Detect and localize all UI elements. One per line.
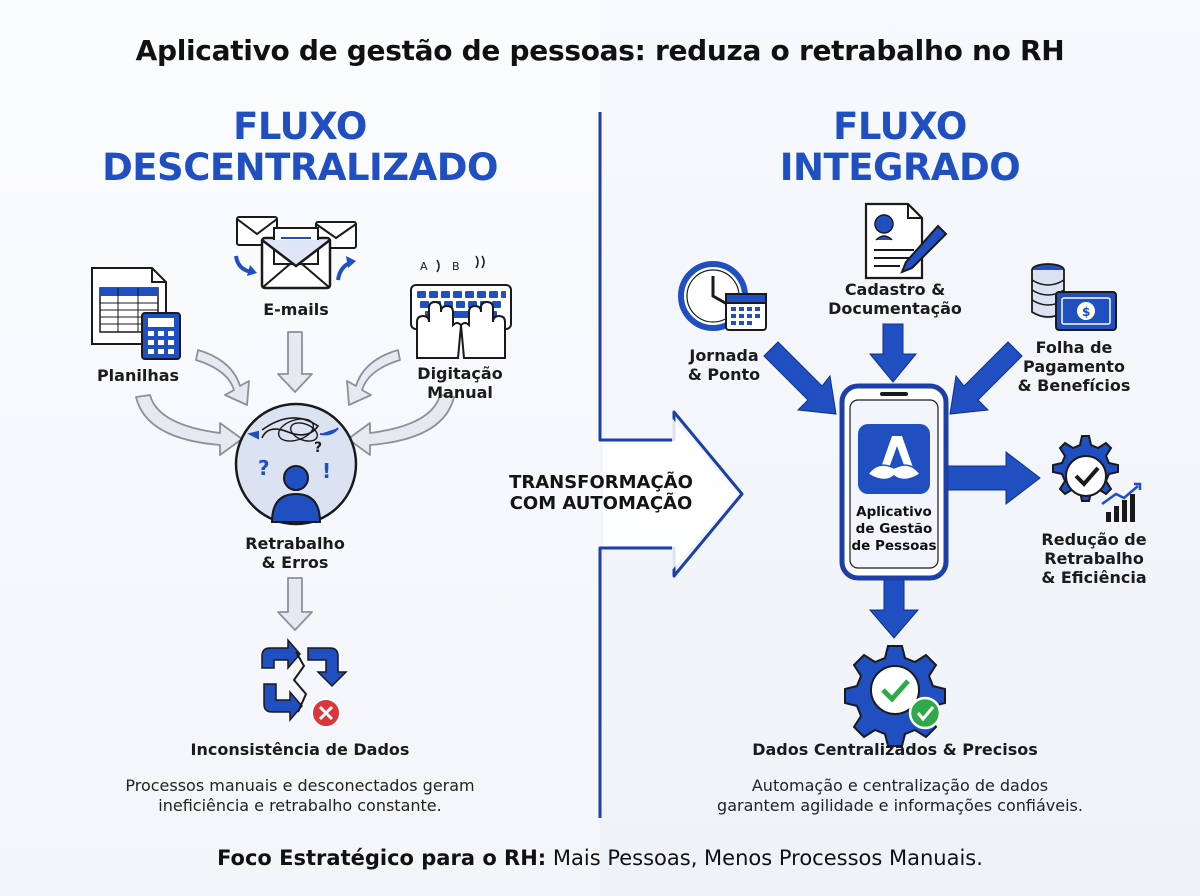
app-name-line3: de Pessoas	[851, 538, 937, 554]
right-description: Automação e centralização de dados garan…	[660, 776, 1140, 816]
broken-sync-icon	[261, 637, 348, 723]
footer-bold: Foco Estratégico para o RH:	[217, 846, 547, 870]
page-title: Aplicativo de gestão de pessoas: reduza …	[135, 34, 1065, 67]
app-name-line1: Aplicativo	[856, 504, 932, 520]
integration-arrows	[763, 323, 1041, 639]
payroll-line1: Folha de	[1035, 338, 1113, 357]
clock-calendar-icon	[678, 261, 767, 331]
svg-text:B: B	[452, 260, 460, 273]
app-name-label: Aplicativo de Gestão de Pessoas	[846, 504, 942, 555]
success-check-icon	[908, 696, 942, 730]
efficiency-label: Redução de Retrabalho & Eficiência	[1024, 530, 1164, 587]
left-description: Processos manuais e desconectados geram …	[60, 776, 540, 816]
transformation-arrow	[598, 112, 744, 818]
efficiency-line2: Retrabalho	[1044, 549, 1144, 568]
left-description-line2: ineficiência e retrabalho constante.	[158, 796, 442, 815]
rework-errors-label: Retrabalho & Erros	[220, 534, 370, 572]
right-description-line2: garantem agilidade e informações confiáv…	[717, 796, 1083, 815]
right-heading: FLUXO INTEGRADO	[700, 106, 1100, 188]
app-name-line2: de Gestão	[855, 521, 933, 537]
right-heading-line2: INTEGRADO	[779, 146, 1021, 189]
rework-errors-line2: & Erros	[261, 553, 329, 572]
converging-arrows	[135, 331, 455, 631]
manual-typing-line2: Manual	[427, 383, 493, 402]
payroll-line2: Pagamento	[1023, 357, 1125, 376]
envelope-icon	[234, 216, 357, 290]
money-coins-icon: $	[1031, 263, 1117, 331]
transformation-line1: TRANSFORMAÇÃO	[509, 472, 693, 493]
left-heading: FLUXO DESCENTRALIZADO	[60, 106, 540, 188]
app-logo-icon	[858, 424, 930, 494]
footer-regular: Mais Pessoas, Menos Processos Manuais.	[546, 846, 983, 870]
right-heading-line1: FLUXO	[833, 105, 967, 148]
transformation-label: TRANSFORMAÇÃO COM AUTOMAÇÃO	[488, 472, 714, 514]
efficiency-line1: Redução de	[1041, 530, 1147, 549]
hours-line1: Jornada	[689, 346, 759, 365]
spreadsheets-label: Planilhas	[96, 366, 180, 385]
centralized-data-label: Dados Centralizados & Precisos	[752, 740, 1038, 759]
left-heading-line2: DESCENTRALIZADO	[102, 146, 498, 189]
data-inconsistency-label: Inconsistência de Dados	[190, 740, 410, 759]
manual-typing-label: Digitação Manual	[400, 364, 520, 402]
svg-text:!: !	[322, 459, 331, 483]
right-description-line1: Automação e centralização de dados	[751, 776, 1049, 795]
hours-line2: & Ponto	[687, 365, 761, 384]
efficiency-gear-icon	[1052, 435, 1142, 522]
emails-label: E-mails	[263, 300, 329, 319]
left-heading-line1: FLUXO	[233, 105, 367, 148]
svg-text:?: ?	[258, 456, 270, 480]
keyboard-typing-icon: A B	[410, 255, 512, 359]
svg-text:?: ?	[314, 440, 322, 456]
payroll-line3: & Benefícios	[1017, 376, 1131, 395]
spreadsheet-icon	[91, 267, 181, 360]
registration-line2: Documentação	[828, 299, 962, 318]
svg-text:$: $	[1082, 305, 1090, 319]
footer-tagline: Foco Estratégico para o RH: Mais Pessoas…	[0, 846, 1200, 870]
registration-line1: Cadastro &	[844, 280, 946, 299]
centralized-data-gear-icon	[844, 645, 946, 747]
transformation-line2: COM AUTOMAÇÃO	[509, 493, 693, 514]
document-pen-icon	[864, 202, 948, 280]
hours-label: Jornada & Ponto	[664, 346, 784, 384]
confused-person-icon: ? ! ?	[234, 402, 358, 526]
registration-label: Cadastro & Documentação	[810, 280, 980, 318]
manual-typing-line1: Digitação	[417, 364, 503, 383]
rework-errors-line1: Retrabalho	[245, 534, 345, 553]
left-description-line1: Processos manuais e desconectados geram	[125, 776, 475, 795]
payroll-label: Folha de Pagamento & Benefícios	[1004, 338, 1144, 395]
svg-text:A: A	[420, 260, 428, 273]
error-icon	[311, 698, 341, 728]
efficiency-line3: & Eficiência	[1041, 568, 1147, 587]
